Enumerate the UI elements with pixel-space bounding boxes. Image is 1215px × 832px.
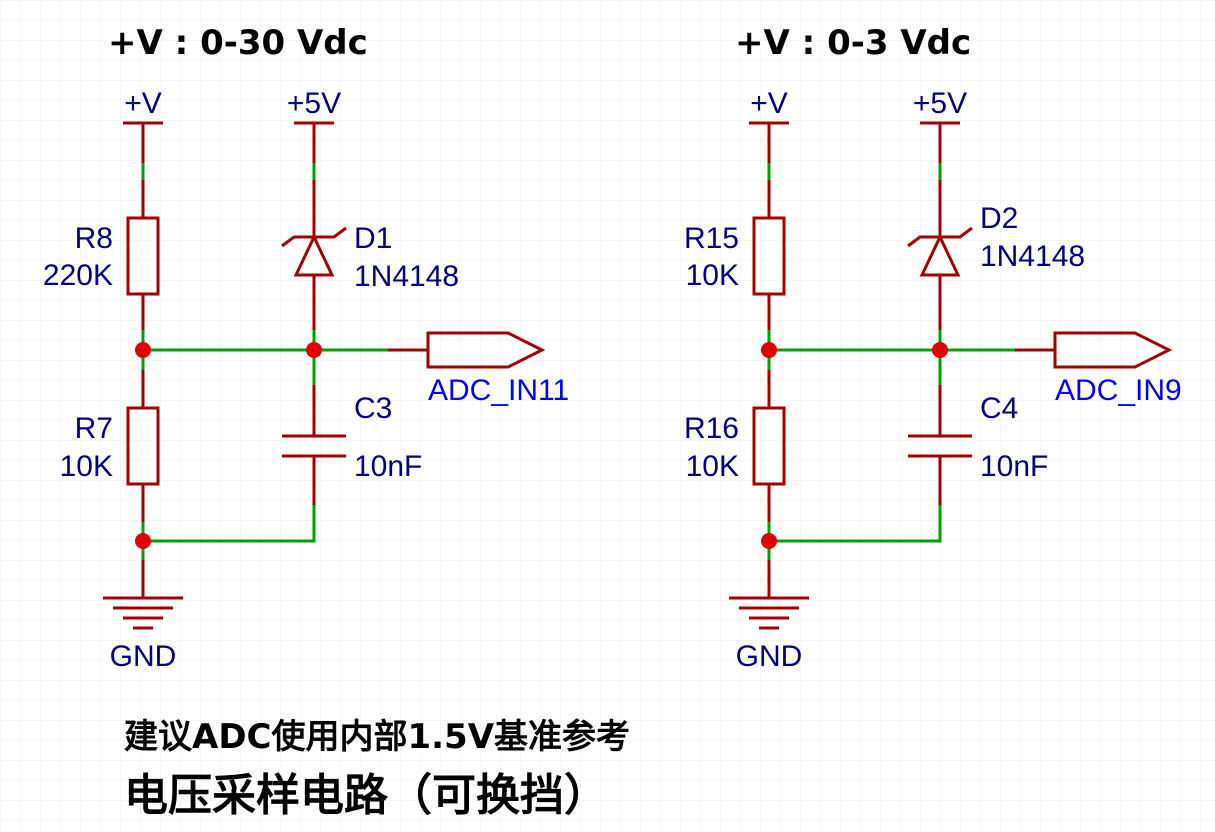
port-label: ADC_IN11 bbox=[428, 374, 569, 407]
ground-symbol: GND bbox=[103, 560, 183, 673]
diode-ref: D2 bbox=[980, 202, 1018, 235]
capacitor-value: 10nF bbox=[980, 450, 1048, 483]
capacitor-value: 10nF bbox=[354, 450, 422, 483]
circuit-title: +V : 0-3 Vdc bbox=[735, 23, 971, 63]
junction-dot bbox=[761, 342, 777, 358]
supply-label: +V bbox=[124, 87, 162, 120]
ground-symbol: GND bbox=[729, 560, 809, 673]
junction-dot bbox=[135, 342, 151, 358]
zener-diode-d1: D1 1N4148 bbox=[281, 222, 459, 330]
capacitor-c3: C3 10nF bbox=[282, 385, 422, 505]
note-circuit-title: 电压采样电路（可换挡） bbox=[124, 770, 608, 821]
resistor-ref: R7 bbox=[75, 412, 113, 445]
junction-dot bbox=[932, 342, 948, 358]
circuit-title: +V : 0-30 Vdc bbox=[108, 23, 368, 63]
resistor-value: 220K bbox=[43, 259, 113, 292]
junction-dot bbox=[135, 533, 151, 549]
junction-dot bbox=[306, 342, 322, 358]
adc-port: ADC_IN11 bbox=[388, 331, 569, 407]
wire bbox=[143, 505, 316, 543]
resistor-r16: R16 10K bbox=[684, 370, 786, 522]
resistor-value: 10K bbox=[60, 450, 113, 483]
circuit-right: +V : 0-3 Vdc +V R15 10K R16 10K bbox=[684, 23, 1182, 673]
port-label: ADC_IN9 bbox=[1055, 374, 1182, 407]
resistor-ref: R16 bbox=[684, 412, 739, 445]
resistor-ref: R15 bbox=[684, 222, 739, 255]
supply-port-plus-v: +V bbox=[123, 87, 163, 218]
capacitor-ref: C3 bbox=[354, 392, 392, 425]
diode-ref: D1 bbox=[354, 222, 392, 255]
capacitor-ref: C4 bbox=[980, 392, 1018, 425]
note-reference-voltage: 建议ADC使用内部1.5V基准参考 bbox=[124, 717, 630, 757]
resistor-ref: R8 bbox=[75, 222, 113, 255]
supply-label: +5V bbox=[287, 87, 341, 120]
supply-port-plus-v: +V bbox=[749, 87, 789, 218]
resistor-r8: R8 220K bbox=[43, 216, 160, 330]
resistor-r7: R7 10K bbox=[60, 370, 160, 522]
diode-value: 1N4148 bbox=[980, 240, 1085, 273]
diode-value: 1N4148 bbox=[354, 260, 459, 293]
adc-port: ADC_IN9 bbox=[1015, 331, 1182, 407]
supply-port-plus-5v: +5V bbox=[287, 87, 341, 237]
capacitor-c4: C4 10nF bbox=[908, 385, 1048, 505]
resistor-value: 10K bbox=[686, 259, 739, 292]
supply-label: +5V bbox=[913, 87, 967, 120]
resistor-value: 10K bbox=[686, 450, 739, 483]
zener-diode-d2: D2 1N4148 bbox=[907, 202, 1085, 330]
resistor-r15: R15 10K bbox=[684, 216, 786, 330]
ground-label: GND bbox=[736, 640, 803, 673]
wire bbox=[769, 505, 942, 543]
supply-label: +V bbox=[750, 87, 788, 120]
supply-port-plus-5v: +5V bbox=[913, 87, 967, 237]
circuit-left: +V : 0-30 Vdc +V R8 220K R7 10K bbox=[43, 23, 569, 673]
junction-dot bbox=[761, 533, 777, 549]
ground-label: GND bbox=[110, 640, 177, 673]
